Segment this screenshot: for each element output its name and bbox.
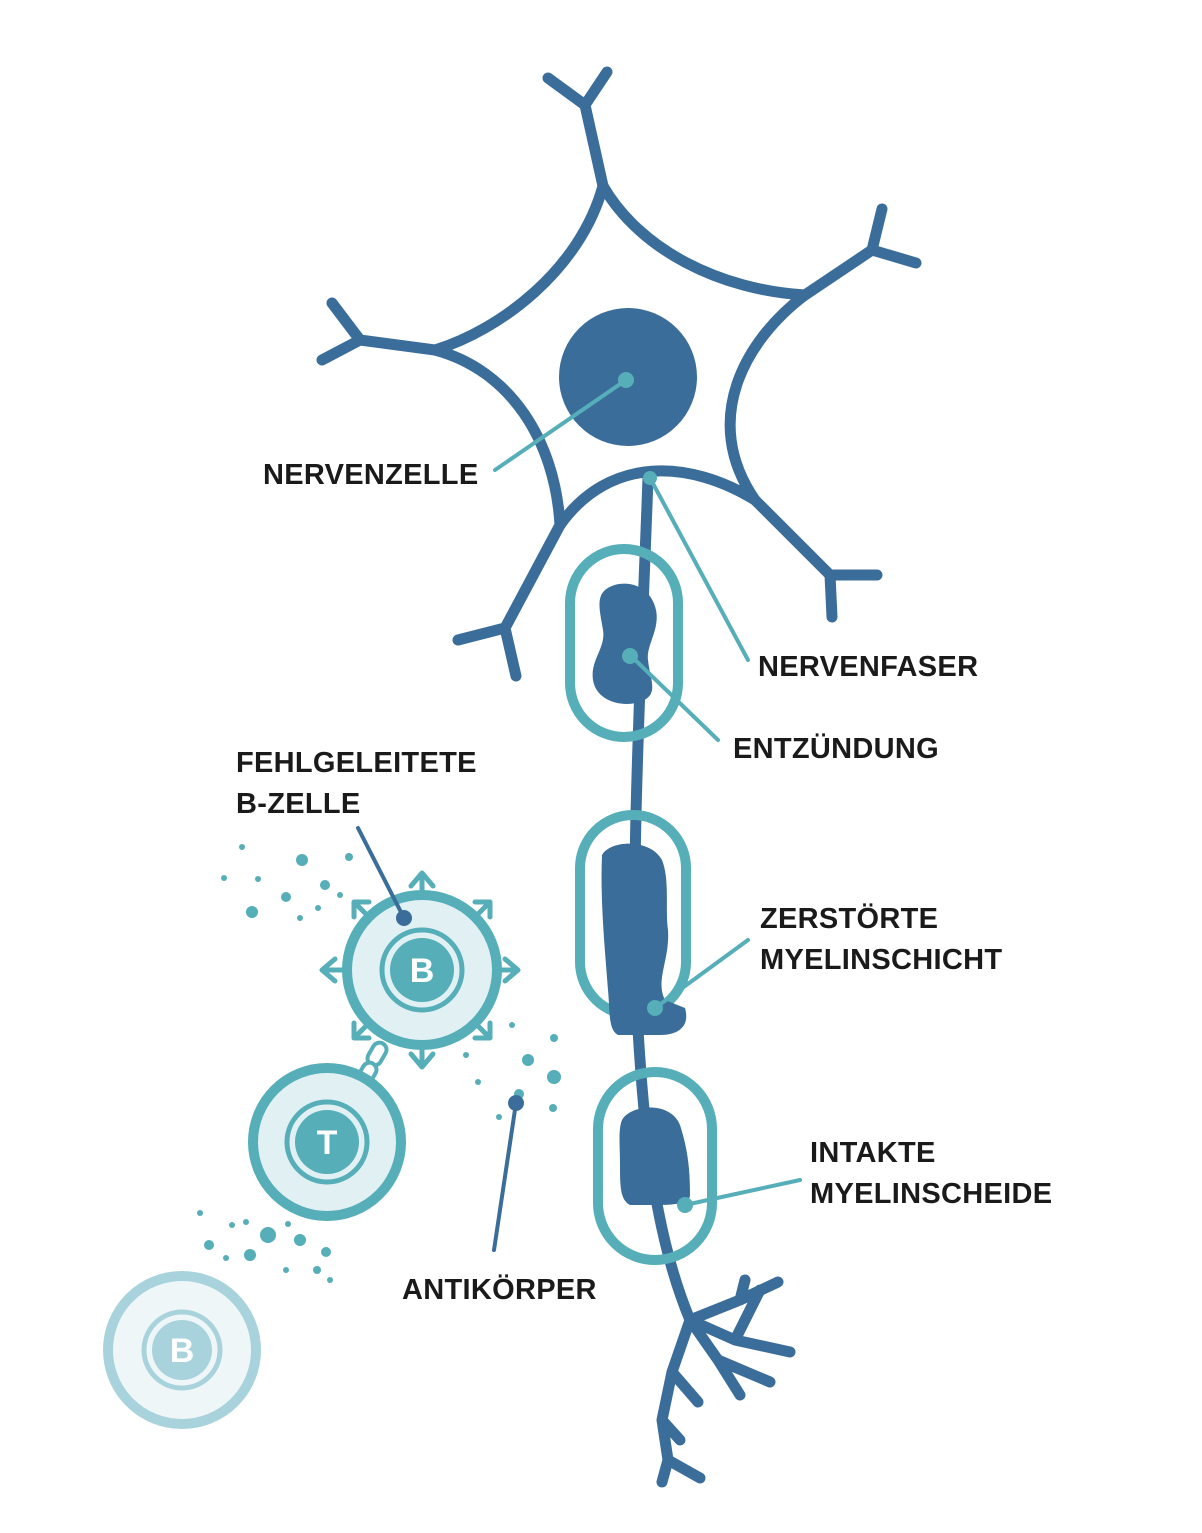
faded-b-cell-letter: B [170,1332,195,1370]
leader-intact-myelin [683,1178,802,1207]
antibody-particles [197,844,561,1283]
label-nerve-cell: NERVENZELLE [263,459,478,491]
leader-dots [396,372,693,1213]
intact-myelin-core [619,1107,690,1205]
leader-lines [356,378,802,1252]
label-inflammation: ENTZÜNDUNG [733,732,939,765]
label-nerve-fiber: NERVENFASER [758,651,978,683]
label-intact-myelin-1: INTAKTE [810,1137,936,1169]
faded-b-cell: B [103,1271,261,1429]
label-antibody: ANTIKÖRPER [402,1273,597,1306]
t-cell: T [248,1063,406,1221]
dendrite-lower-left [452,519,566,682]
leader-nerve-fiber [648,476,750,662]
leader-b-cell [356,826,406,920]
b-cell-letter: B [410,952,435,990]
label-intact-myelin-2: MYELINSCHEIDE [810,1178,1052,1210]
label-misguided-b-cell-2: B-ZELLE [236,788,361,820]
leader-nerve-cell [493,378,628,472]
destroyed-myelin-mass [601,843,687,1035]
label-misguided-b-cell-1: FEHLGELEITETE [236,747,477,779]
myelin-sheath-inflamed [565,544,683,742]
dendrite-lower-right [749,494,883,623]
label-destroyed-myelin-2: MYELINSCHICHT [760,944,1002,976]
dendrite-top [542,66,613,192]
t-cell-letter: T [317,1124,338,1162]
inflammation-swelling [592,583,657,704]
label-destroyed-myelin-1: ZERSTÖRTE [760,902,938,935]
dendrite-left [316,297,441,366]
axon-terminal [656,1274,796,1488]
neuron-membrane [429,180,811,531]
misguided-b-cell: B [342,890,502,1050]
dendrite-right [799,203,922,301]
leader-destroyed-myelin [653,938,750,1010]
leader-antibody [492,1101,518,1252]
leader-inflammation [628,653,720,742]
myelin-sheath-intact [593,1067,717,1265]
